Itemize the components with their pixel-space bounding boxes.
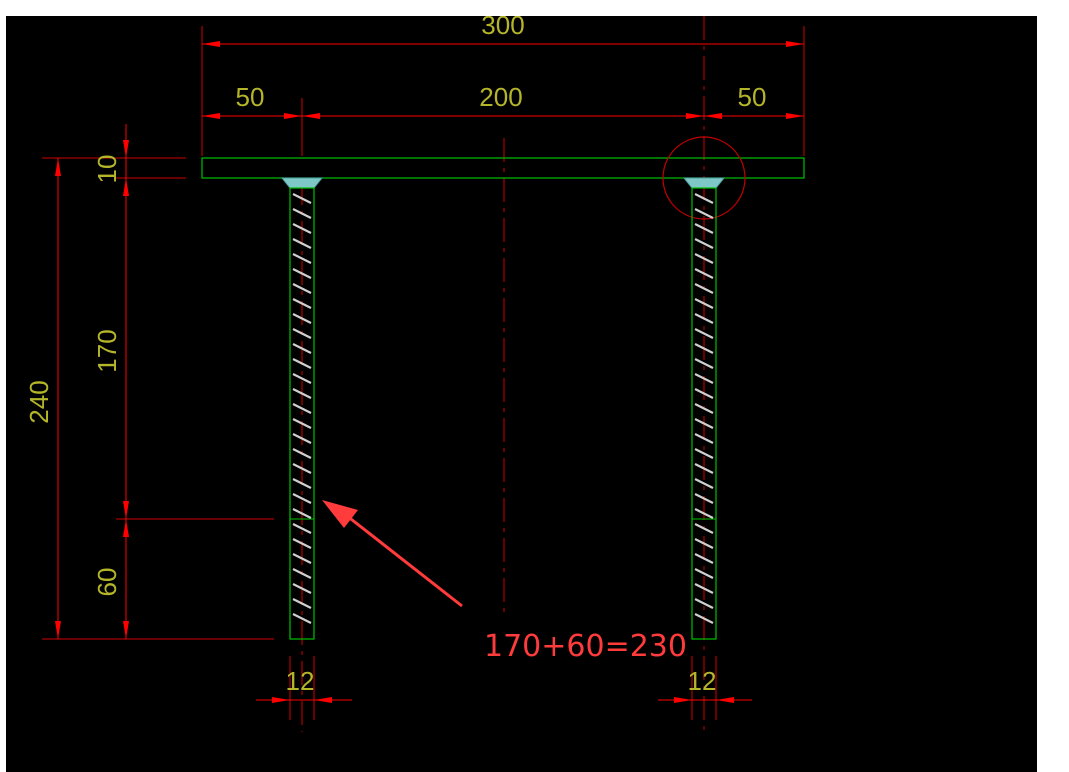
rebar-rib — [694, 493, 714, 504]
rebar-rib — [694, 538, 714, 549]
dim-total-height: 240 — [24, 380, 54, 423]
rebar-rib — [694, 193, 714, 204]
detail-circle — [662, 136, 746, 220]
rebar-rib — [292, 328, 312, 339]
left-rebar-ribs — [292, 193, 312, 624]
rebar-rib — [292, 268, 312, 279]
rebar-rib — [292, 223, 312, 234]
rebar-rib — [694, 403, 714, 414]
rebar-rib — [694, 328, 714, 339]
rebar-rib — [292, 193, 312, 204]
rebar-rib — [694, 613, 714, 624]
dim-right-bar-diameter: 12 — [688, 666, 717, 696]
rebar-rib — [694, 298, 714, 309]
steel-plate — [201, 157, 805, 179]
rebar-rib — [694, 448, 714, 459]
rebar-rib — [292, 583, 312, 594]
rebar-rib — [292, 313, 312, 324]
rebar-rib — [292, 418, 312, 429]
rebar-rib — [292, 568, 312, 579]
dim-overall-width: 300 — [481, 16, 524, 40]
dim-left-bar-diameter: 12 — [286, 666, 315, 696]
dim-plate-thickness: 10 — [92, 155, 122, 184]
rebar-rib — [694, 238, 714, 249]
rebar-rib — [292, 478, 312, 489]
rebar-rib — [694, 283, 714, 294]
extension-lines — [42, 26, 805, 720]
rebar-rib — [292, 403, 312, 414]
rebar-rib — [292, 538, 312, 549]
rebar-rib — [694, 313, 714, 324]
rebar-rib — [292, 598, 312, 609]
rebar-rib — [292, 523, 312, 534]
rebar-rib — [694, 373, 714, 384]
left-rebar — [289, 187, 315, 640]
rebar-rib — [292, 343, 312, 354]
rebar-rib — [292, 553, 312, 564]
annotation-arrow — [322, 500, 463, 608]
cad-drawing-canvas[interactable]: 300 50 200 50 10 170 60 240 12 12 170+60… — [6, 16, 1037, 772]
dim-center-span: 200 — [479, 82, 522, 112]
rebar-rib — [292, 238, 312, 249]
rebar-rib — [292, 613, 312, 624]
rebar-rib — [694, 343, 714, 354]
rebar-rib — [292, 283, 312, 294]
rebar-rib — [292, 493, 312, 504]
rebar-rib — [694, 358, 714, 369]
rebar-rib — [694, 268, 714, 279]
rebar-rib — [694, 568, 714, 579]
left-weld — [280, 177, 324, 189]
rebar-rib — [694, 523, 714, 534]
rebar-rib — [694, 208, 714, 219]
rebar-rib — [694, 553, 714, 564]
rebar-rib — [694, 478, 714, 489]
annotation-text: 170+60=230 — [484, 629, 687, 664]
rebar-rib — [694, 598, 714, 609]
center-lines — [301, 16, 705, 732]
rebar-rib — [292, 448, 312, 459]
right-rebar — [691, 187, 717, 640]
rebar-rib — [694, 508, 714, 519]
rebar-rib — [292, 298, 312, 309]
right-weld — [682, 177, 726, 189]
dim-lower-anchor-length: 60 — [92, 568, 122, 597]
rebar-rib — [694, 418, 714, 429]
rebar-rib — [694, 433, 714, 444]
rebar-rib — [292, 463, 312, 474]
rebar-rib — [694, 463, 714, 474]
rebar-rib — [694, 253, 714, 264]
rebar-rib — [292, 433, 312, 444]
rebar-rib — [694, 223, 714, 234]
rebar-rib — [292, 253, 312, 264]
embedded-plate-drawing: 300 50 200 50 10 170 60 240 12 12 170+60… — [24, 16, 805, 732]
right-rebar-ribs — [694, 193, 714, 624]
rebar-rib — [694, 583, 714, 594]
rebar-rib — [292, 373, 312, 384]
dim-left-offset: 50 — [236, 82, 265, 112]
dimension-arrowheads — [55, 41, 804, 703]
dim-right-offset: 50 — [738, 82, 767, 112]
rebar-rib — [694, 388, 714, 399]
rebar-rib — [292, 388, 312, 399]
dim-upper-anchor-length: 170 — [92, 329, 122, 372]
rebar-rib — [292, 208, 312, 219]
rebar-rib — [292, 508, 312, 519]
rebar-rib — [292, 358, 312, 369]
